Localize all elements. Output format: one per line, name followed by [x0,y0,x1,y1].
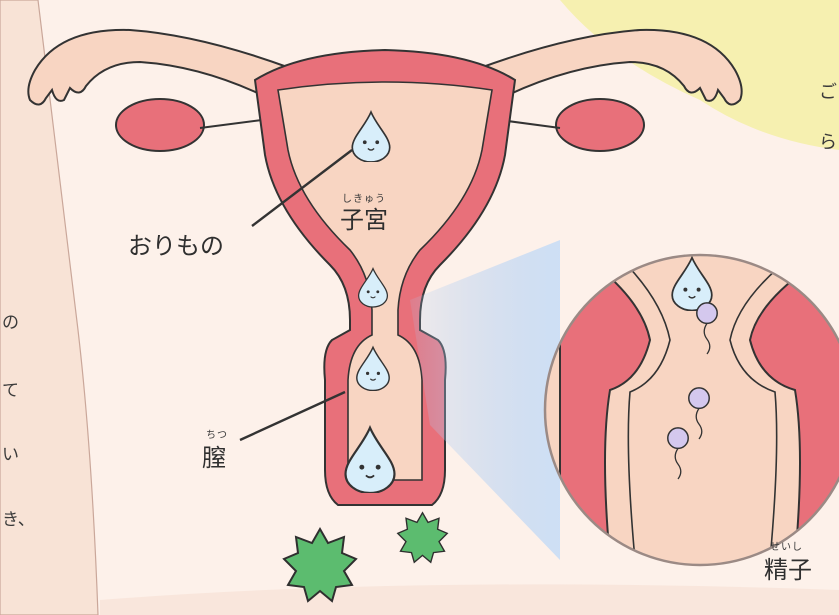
vagina-label: 膣 [202,438,226,473]
left-edge-text-3: い [2,440,19,465]
right-edge-text-1: ご [819,78,837,104]
left-edge-text-1: の [2,308,19,333]
left-edge-text-2: て [2,376,19,401]
ovary-left [116,99,204,151]
uterus-label: 子宮 [340,200,388,235]
right-edge-text-2: ら [819,128,837,154]
sperm-label: 精子 [764,550,812,585]
discharge-label: おりもの [128,226,224,261]
ovary-right [556,99,644,151]
left-edge-text-4: き、 [2,505,35,530]
